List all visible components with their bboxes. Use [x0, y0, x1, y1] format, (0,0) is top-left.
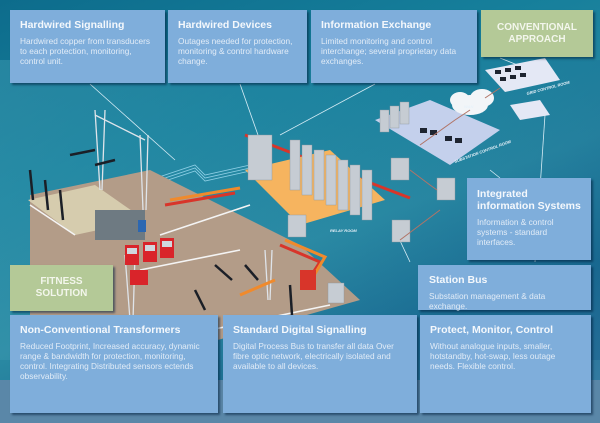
fitness-solution-label: FITNESS SOLUTION [10, 265, 113, 311]
field-cabinets [287, 157, 456, 304]
wan-label: WAN [464, 104, 473, 109]
box-text: Hardwired copper from transducers to eac… [20, 36, 151, 66]
box-text: Outages needed for protection, monitorin… [178, 36, 293, 66]
protect-monitor-control-box: Protect, Monitor, Control Without analog… [420, 315, 591, 413]
box-title: Hardwired Devices [178, 19, 272, 31]
wan-cloud [450, 89, 494, 115]
box-title: Non-Conventional Transformers [20, 324, 181, 336]
power-transformer [95, 210, 145, 240]
red-field-cabinet [300, 270, 316, 290]
box-text: Information & control systems - standard… [477, 217, 554, 247]
box-title: Integrated information Systems [477, 188, 581, 212]
connector-line [489, 169, 501, 179]
box-text: Without analogue inputs, smaller, hotsta… [430, 341, 556, 371]
connector-line [239, 83, 259, 136]
fibre-lines [149, 164, 251, 187]
relay-room-label: RELAY ROOM [330, 228, 357, 233]
connector-line [89, 83, 176, 161]
gantry-towers [94, 109, 273, 321]
box-text: Limited monitoring and control interchan… [321, 36, 457, 66]
box-title: Hardwired Signalling [20, 19, 125, 31]
standard-digital-signalling-box: Standard Digital Signalling Digital Proc… [223, 315, 417, 413]
box-title: Standard Digital Signalling [233, 324, 367, 336]
conventional-approach-label: CONVENTIONAL APPROACH [481, 10, 593, 57]
integrated-information-box: Integrated information Systems Informati… [467, 178, 591, 260]
fitness-solution-text: FITNESS SOLUTION [35, 276, 88, 299]
remote-workstation-room [510, 100, 550, 120]
box-title: Station Bus [429, 274, 488, 286]
box-title: Protect, Monitor, Control [430, 324, 554, 336]
relay-cabinets [247, 134, 373, 221]
information-exchange-box: Information Exchange Limited monitoring … [311, 10, 477, 83]
non-conventional-transformers-box: Non-Conventional Transformers Reduced Fo… [10, 315, 218, 413]
box-text: Reduced Footprint, Increased accuracy, d… [20, 341, 200, 381]
station-bus-box: Station Bus Substation management & data… [418, 265, 591, 311]
box-title: Information Exchange [321, 19, 432, 31]
box-text: Digital Process Bus to transfer all data… [233, 341, 394, 371]
box-text: Substation management & data exchange. [429, 291, 546, 311]
insulators [28, 148, 294, 316]
hardwired-devices-box: Hardwired Devices Outages needed for pro… [168, 10, 307, 83]
conventional-approach-text: CONVENTIONAL APPROACH [497, 21, 577, 45]
hardwired-signalling-box: Hardwired Signalling Hardwired copper fr… [10, 10, 165, 83]
connector-line [279, 83, 376, 136]
